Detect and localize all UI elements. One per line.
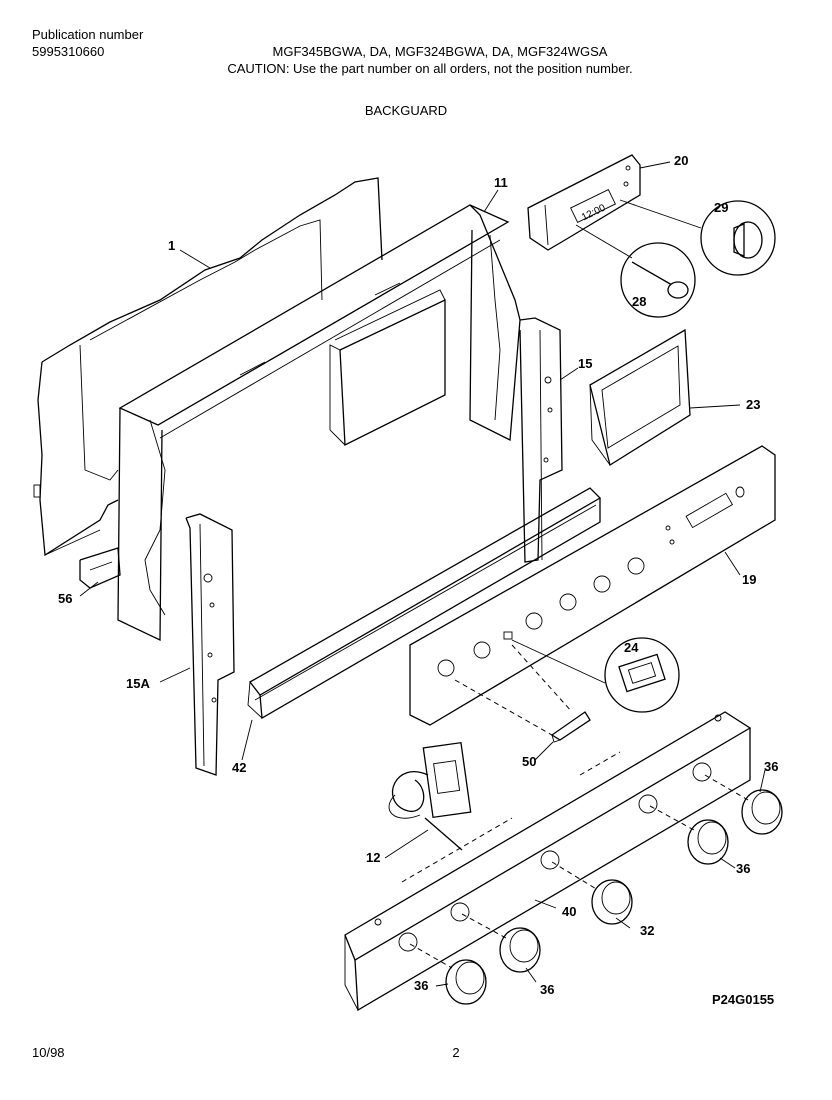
callout-32: 32 bbox=[640, 923, 654, 938]
bracket-part-56 bbox=[79, 547, 121, 589]
callout-36-right: 36 bbox=[736, 861, 750, 876]
callout-36-center: 36 bbox=[540, 982, 554, 997]
callout-1: 1 bbox=[168, 238, 175, 253]
callout-50: 50 bbox=[522, 754, 536, 769]
burner-knob-part-36-center bbox=[461, 913, 541, 973]
callout-42: 42 bbox=[232, 760, 246, 775]
callout-12: 12 bbox=[366, 850, 380, 865]
callout-56: 56 bbox=[58, 591, 72, 606]
manifold-panel-part-40 bbox=[344, 711, 752, 1012]
model-numbers: MGF345BGWA, DA, MGF324BGWA, DA, MGF324WG… bbox=[272, 44, 608, 59]
clock-knob-detail-part-28 bbox=[575, 224, 696, 318]
channel-rail-part-42 bbox=[247, 487, 602, 720]
publication-label: Publication number bbox=[32, 27, 144, 42]
callout-15a: 15A bbox=[126, 676, 150, 691]
burner-knob-part-36-left bbox=[409, 943, 487, 1005]
side-bracket-part-15 bbox=[519, 317, 563, 563]
switch-bezel-part-50 bbox=[454, 644, 591, 743]
publication-number: 5995310660 bbox=[32, 44, 105, 59]
callout-11: 11 bbox=[494, 175, 508, 190]
footer-date: 10/98 bbox=[32, 1045, 65, 1060]
section-title: BACKGUARD bbox=[364, 103, 448, 118]
callout-40: 40 bbox=[562, 904, 576, 919]
clock-display-text: 12:00 bbox=[580, 202, 608, 223]
callout-leader-lines bbox=[79, 161, 766, 987]
switch-detail-part-24 bbox=[511, 637, 680, 713]
callout-15: 15 bbox=[578, 356, 592, 371]
caution-note: CAUTION: Use the part number on all orde… bbox=[227, 61, 633, 76]
callout-29: 29 bbox=[714, 200, 728, 215]
burner-knob-part-36-top-right bbox=[704, 774, 783, 835]
side-bracket-part-15a bbox=[185, 513, 235, 776]
callout-36-left: 36 bbox=[414, 978, 428, 993]
knob-detail-part-29 bbox=[619, 199, 776, 276]
page-number: 2 bbox=[452, 1045, 460, 1060]
thermostat-part-12 bbox=[388, 741, 472, 851]
callout-36-top-right: 36 bbox=[764, 759, 778, 774]
overlay-frame-part-23 bbox=[589, 328, 691, 467]
callout-24: 24 bbox=[624, 640, 639, 655]
callout-23: 23 bbox=[746, 397, 760, 412]
callout-19: 19 bbox=[742, 572, 756, 587]
clock-bracket-part-20: 12:00 bbox=[527, 154, 641, 251]
burner-knob-part-36-right bbox=[649, 805, 729, 865]
backguard-frame-part-11 bbox=[117, 204, 521, 642]
back-panel-part-1 bbox=[33, 177, 383, 557]
control-panel-part-19 bbox=[409, 445, 776, 726]
callout-20: 20 bbox=[674, 153, 688, 168]
callout-28: 28 bbox=[632, 294, 646, 309]
figure-id: P24G0155 bbox=[712, 992, 774, 1007]
burner-knob-part-32 bbox=[551, 861, 633, 925]
